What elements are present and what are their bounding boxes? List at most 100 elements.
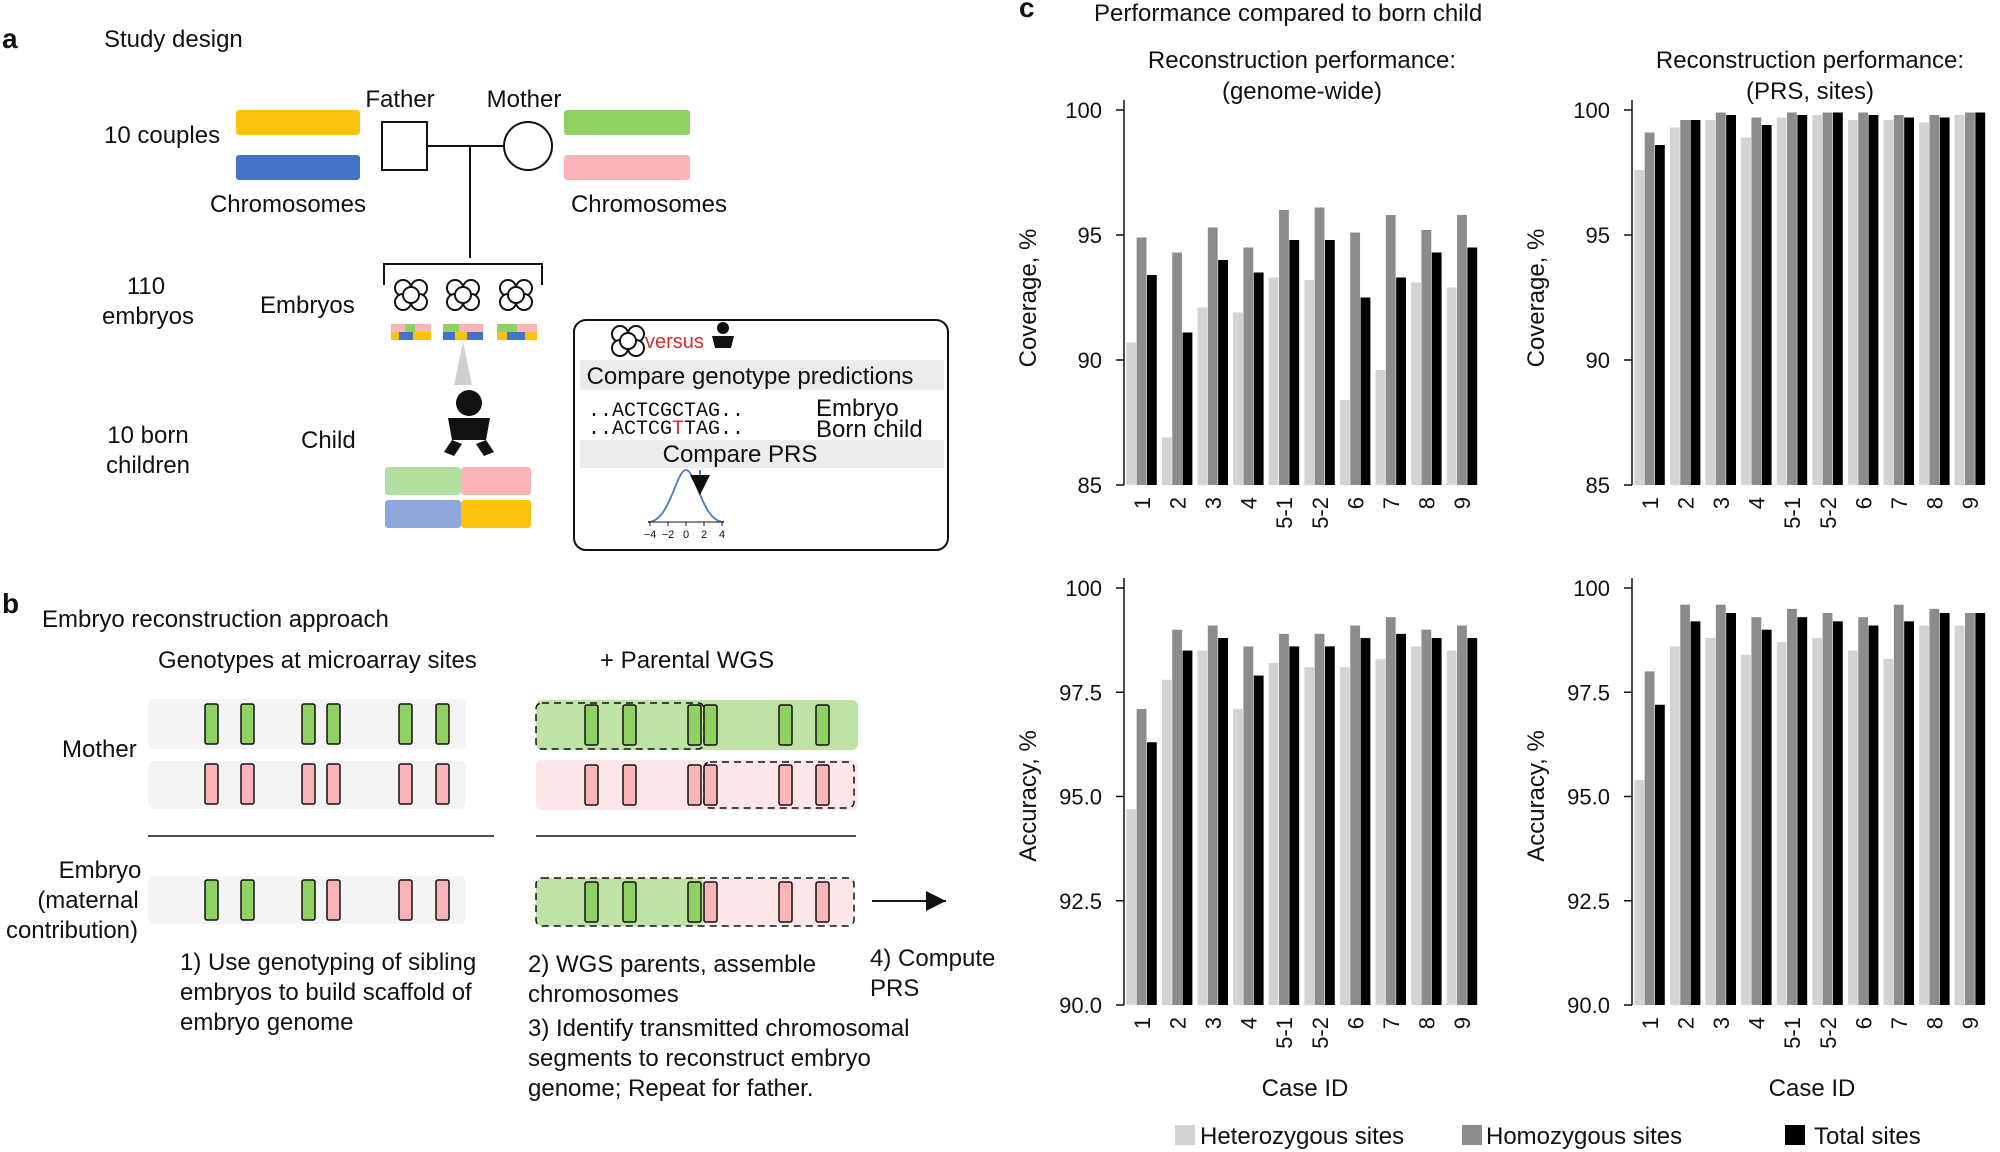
site-marker	[435, 763, 450, 805]
bar-heterozygous-sites	[1446, 287, 1457, 485]
site-marker	[204, 763, 219, 805]
bar-homozygous-sites	[1136, 237, 1147, 485]
bar-homozygous-sites	[1644, 671, 1655, 1005]
x-tick-label: 1	[1638, 497, 1663, 509]
y-tick-label: 95	[1078, 223, 1102, 248]
bar-total-sites	[1690, 621, 1701, 1005]
father-chromosome-1	[236, 110, 360, 135]
bar-homozygous-sites	[1457, 625, 1467, 1005]
embryo-row-label-2: (maternal	[37, 887, 138, 914]
selection-funnel	[454, 342, 472, 385]
site-marker	[435, 703, 450, 745]
y-tick-label: 90.0	[1059, 993, 1102, 1018]
y-tick-label: 100	[1065, 98, 1102, 123]
bar-total-sites	[1726, 115, 1736, 485]
step2-text: 2) WGS parents, assemble chromosomes	[528, 951, 816, 1008]
mother-row-label: Mother	[62, 736, 137, 763]
bar-total-sites	[1690, 120, 1701, 485]
site-marker	[326, 763, 341, 805]
site-marker	[301, 763, 316, 805]
site-marker	[778, 881, 793, 923]
bar-heterozygous-sites	[1776, 642, 1787, 1005]
bar-total-sites	[1761, 629, 1772, 1005]
x-tick-label: 7	[1887, 1017, 1912, 1029]
bar-heterozygous-sites	[1339, 667, 1350, 1005]
wgs-header: + Parental WGS	[600, 647, 774, 674]
x-tick-label: 1	[1130, 497, 1155, 509]
bar-heterozygous-sites	[1339, 400, 1350, 485]
embryo-icon	[611, 325, 645, 357]
bar-total-sites	[1904, 621, 1914, 1005]
y-tick-label: 97.5	[1059, 680, 1102, 705]
site-marker	[240, 703, 255, 745]
site-marker	[687, 764, 702, 806]
step3-line: segments to reconstruct embryo	[528, 1045, 871, 1072]
x-tick-label: 5-2	[1308, 497, 1333, 529]
bar-homozygous-sites	[1350, 232, 1361, 485]
site-marker	[301, 879, 316, 921]
bar-total-sites	[1360, 297, 1371, 485]
legend-swatch-total	[1785, 1125, 1805, 1145]
bar-total-sites	[1797, 115, 1808, 485]
bar-heterozygous-sites	[1954, 625, 1965, 1005]
bar-heterozygous-sites	[1705, 120, 1716, 485]
bar-heterozygous-sites	[1411, 282, 1421, 485]
x-tick-label: 5-1	[1780, 1017, 1805, 1049]
site-marker	[815, 881, 830, 923]
microarray-header: Genotypes at microarray sites	[158, 647, 477, 674]
x-tick-label: 8	[1415, 1017, 1440, 1029]
couples-label: 10 couples	[104, 122, 220, 149]
bar-heterozygous-sites	[1304, 667, 1315, 1005]
legend-label-total: Total sites	[1814, 1123, 1921, 1150]
child-icon	[712, 322, 734, 348]
bar-homozygous-sites	[1751, 617, 1762, 1005]
study-design-title: Study design	[104, 26, 243, 53]
bar-total-sites	[1654, 704, 1665, 1005]
bar-homozygous-sites	[1680, 604, 1691, 1005]
step1-line: embryo genome	[180, 1009, 353, 1036]
bar-heterozygous-sites	[1812, 638, 1823, 1005]
sequence-embryo: ..ACTCGCTAG..	[588, 400, 744, 423]
x-tick-label: 8	[1415, 497, 1440, 509]
microarray-site-markers	[204, 703, 450, 921]
comparison-inset: versus Compare genotype predictions ..AC…	[573, 319, 949, 551]
bar-heterozygous-sites	[1954, 115, 1965, 485]
x-tick-label: 5-2	[1816, 497, 1841, 529]
mother-chromosome-1	[564, 110, 690, 135]
x-tick-label: 9	[1958, 1017, 1983, 1029]
father-chromosome-2	[236, 155, 360, 180]
prs-tick-label: 0	[683, 529, 689, 541]
y-tick-label: 90	[1586, 348, 1610, 373]
y-tick-label: 92.5	[1059, 889, 1102, 914]
performance-title: Performance compared to born child	[1094, 0, 1482, 27]
bar-total-sites	[1832, 112, 1843, 485]
child-chromosome-2a	[385, 500, 461, 528]
x-axis-label-right: Case ID	[1769, 1075, 1856, 1102]
legend-label-heterozygous: Heterozygous sites	[1200, 1123, 1404, 1150]
legend-swatch-homozygous	[1462, 1125, 1482, 1145]
bar-total-sites	[1218, 638, 1228, 1005]
born-child-seq-label: Born child	[816, 416, 923, 443]
x-tick-label: 2	[1165, 497, 1190, 509]
bar-homozygous-sites	[1965, 613, 1975, 1005]
bar-homozygous-sites	[1172, 629, 1183, 1005]
step1-line: 1) Use genotyping of sibling	[180, 949, 476, 976]
father-label: Father	[365, 86, 434, 113]
prs-tick-label: −4	[644, 529, 657, 541]
step4-text: 4) Compute PRS	[870, 945, 995, 1002]
bar-homozygous-sites	[1314, 633, 1325, 1005]
bar-total-sites	[1396, 633, 1406, 1005]
col1-title-line1: Reconstruction performance:	[1148, 47, 1456, 74]
bar-homozygous-sites	[1751, 117, 1762, 485]
y-axis-label: Coverage, %	[1523, 229, 1550, 368]
bar-homozygous-sites	[1136, 708, 1147, 1005]
bar-heterozygous-sites	[1883, 658, 1894, 1005]
chromosomes-label-left: Chromosomes	[210, 191, 366, 218]
x-tick-label: 3	[1709, 497, 1734, 509]
legend-swatch-heterozygous	[1175, 1125, 1195, 1145]
embryo-icon	[446, 279, 480, 311]
x-tick-label: 5-2	[1816, 1017, 1841, 1049]
bar-total-sites	[1975, 112, 1986, 485]
bar-total-sites	[1832, 621, 1843, 1005]
